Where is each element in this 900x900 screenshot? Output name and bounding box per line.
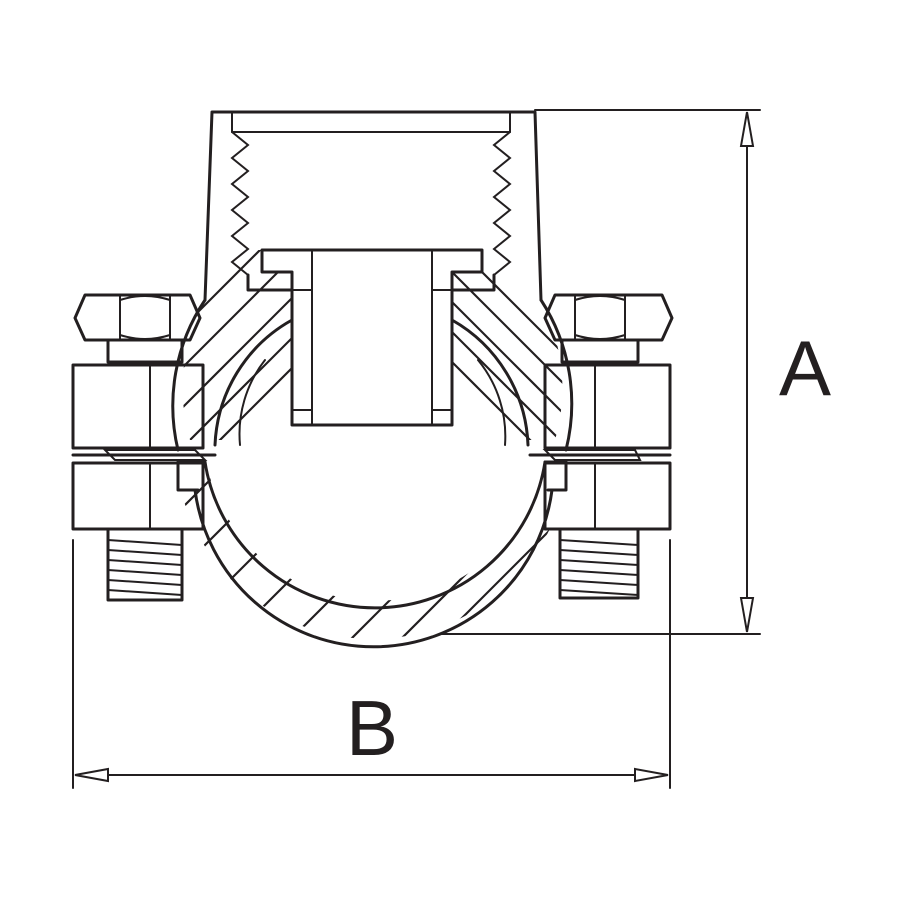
left-washer	[106, 338, 184, 364]
right-upper-flange	[543, 363, 672, 450]
dimension-b-label: B	[346, 684, 398, 772]
right-lower-flange	[543, 461, 672, 531]
dimension-b: B	[72, 539, 671, 789]
lower-saddle	[175, 455, 570, 649]
right-washer	[560, 338, 640, 364]
parting-line	[71, 449, 672, 461]
right-bolt-assembly	[543, 293, 674, 600]
left-hex-nut	[73, 293, 202, 342]
dimension-a: A	[439, 109, 831, 635]
left-bolt-assembly	[71, 293, 205, 602]
insert-sleeve	[260, 248, 484, 427]
dimension-a-label: A	[779, 324, 831, 412]
right-hex-nut	[543, 293, 674, 342]
left-internal-thread	[230, 131, 250, 276]
left-lower-flange	[71, 461, 205, 531]
right-bolt-thread	[558, 527, 640, 600]
upper-body-outlet	[171, 110, 574, 452]
left-upper-flange	[71, 363, 205, 450]
right-internal-thread	[492, 131, 512, 276]
